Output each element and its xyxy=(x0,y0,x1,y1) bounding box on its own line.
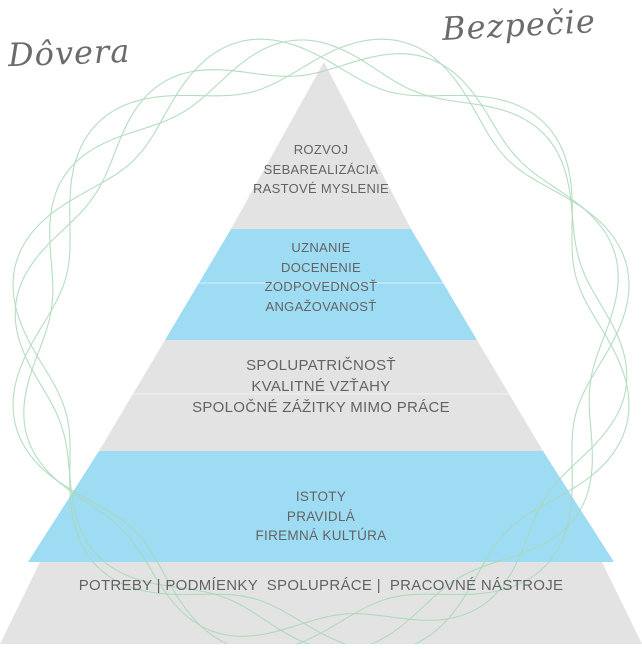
level-text-line: PRAVIDLÁ xyxy=(286,508,356,524)
level-text-line: SPOLOČNÉ ZÁŽITKY MIMO PRÁCE xyxy=(192,399,450,416)
level-4-text: ISTOTY PRAVIDLÁ FIREMNÁ KULTÚRA xyxy=(0,487,642,546)
level-text-line: ZODPOVEDNOSŤ xyxy=(264,279,378,294)
pyramid-level-3 xyxy=(99,340,543,451)
pyramid-level-base xyxy=(0,562,642,644)
wave-ring-line xyxy=(12,38,630,649)
pyramid-level-top xyxy=(231,62,411,229)
level-2-text: UZNANIE DOCENENIE ZODPOVEDNOSŤ ANGAŽOVAN… xyxy=(0,238,642,316)
pyramid-level-2 xyxy=(165,229,477,340)
level-text-line: SEBAREALIZÁCIA xyxy=(263,161,379,177)
trust-label: Dôvera xyxy=(7,31,131,75)
level-text-line: ROZVOJ xyxy=(293,142,349,157)
level-text-line: FIREMNÁ KULTÚRA xyxy=(255,528,387,543)
level-text-line: ANGAŽOVANOSŤ xyxy=(265,298,377,314)
level-text-line: RASTOVÉ MYSLENIE xyxy=(252,181,390,196)
wave-ring-line xyxy=(23,39,628,637)
level-text-line: POTREBY | PODMÍENKY SPOLUPRÁCE | PRACOVN… xyxy=(78,577,564,594)
level-text-line: SPOLUPATRIČNOSŤ xyxy=(246,357,396,374)
interlaced-wave-rings xyxy=(12,38,630,649)
level-text-line: UZNANIE xyxy=(291,240,351,255)
safety-label: Bezpečie xyxy=(441,2,597,48)
level-text-line: KVALITNÉ VZŤAHY xyxy=(251,378,391,395)
level-top-text: ROZVOJ SEBAREALIZÁCIA RASTOVÉ MYSLENIE xyxy=(0,140,642,199)
wave-ring-line xyxy=(14,53,619,649)
level-base-text: POTREBY | PODMÍENKY SPOLUPRÁCE | PRACOVN… xyxy=(0,576,642,596)
pyramid-level-4 xyxy=(28,451,614,562)
level-3-text: SPOLUPATRIČNOSŤ KVALITNÉ VZŤAHY SPOLOČNÉ… xyxy=(0,355,642,418)
level-text-line: ISTOTY xyxy=(295,489,347,504)
level-text-line: DOCENENIE xyxy=(281,259,361,275)
